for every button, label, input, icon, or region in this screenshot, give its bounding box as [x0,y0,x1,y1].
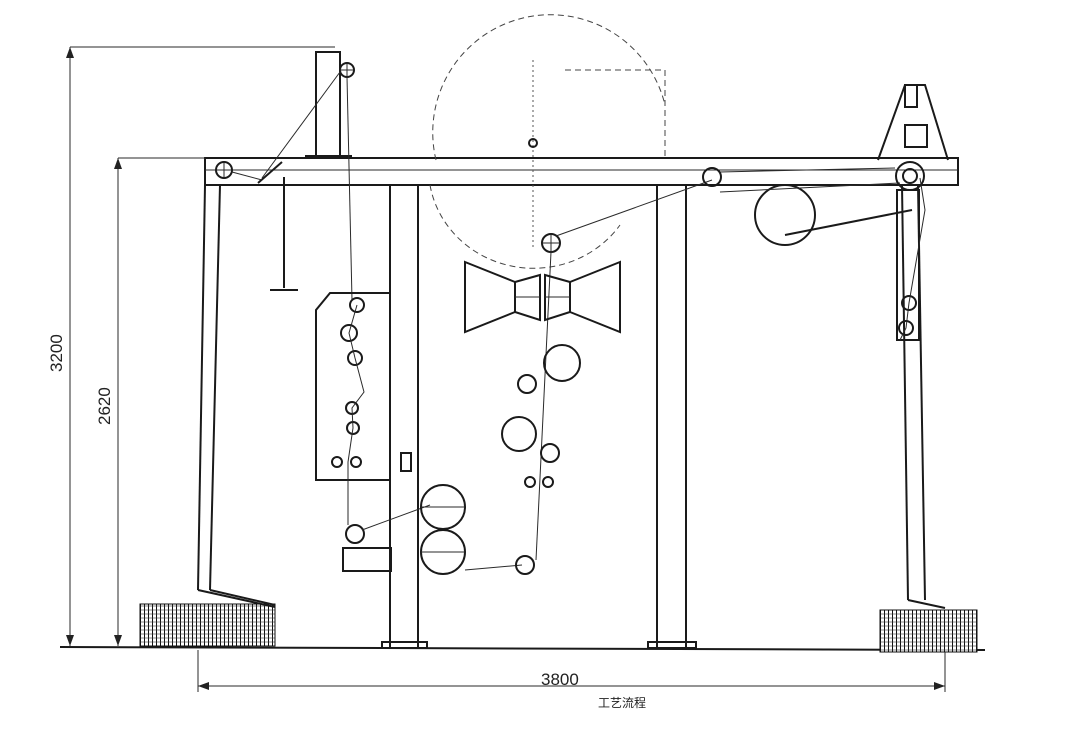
left-column [197,184,276,608]
dimension-label-overall-width: 3800 [541,670,579,689]
dimension-overall-width [197,650,946,692]
dimension-frame-height [114,157,205,646]
drawing-caption: 工艺流程 [598,695,646,710]
tension-drum [719,182,913,246]
sight-window [400,452,412,472]
center-right-column [647,185,697,649]
spreader-right [544,260,621,334]
center-left-column [381,185,428,649]
takeup-mast [877,84,949,341]
dimension-label-overall-height: 3200 [47,334,66,372]
feed-mast [257,51,355,301]
foundation-right [879,609,978,653]
ground-line [59,646,986,651]
guide-panel [315,292,391,525]
top-beam [204,157,959,186]
dimension-label-frame-height: 2620 [95,387,114,425]
dimension-overall-height [66,46,335,646]
nip-rollers [420,484,523,575]
spreader-left [464,260,541,334]
beam-pulley-right [702,167,896,187]
hanger-rod [270,177,298,291]
center-rollers [501,179,713,575]
right-column [901,184,946,609]
drying-drum [429,14,666,269]
foundation-left [139,603,276,647]
lower-guide [342,504,431,572]
beam-pulley-left [215,161,263,181]
